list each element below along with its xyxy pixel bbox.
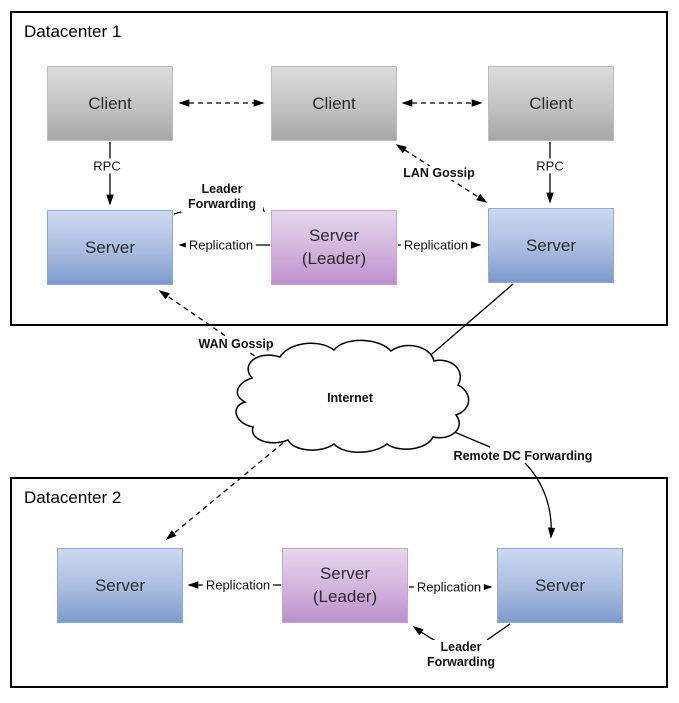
dc1-server-left-label: Server [84,237,136,257]
dc2-server-right-label: Server [534,575,586,595]
dc1-client-2-label: Client [312,93,356,113]
label-leader-forwarding-dc2: Leader Forwarding [420,640,502,670]
label-rpc-left: RPC [90,158,124,174]
dc1-client-3: Client [488,66,614,141]
dc2-server-left-label: Server [94,575,146,595]
dc2-leader-label-line2: (Leader) [312,586,378,606]
edge-remote-dc-forwarding-arrow [524,462,556,539]
label-internet: Internet [327,391,373,405]
label-wan-gossip: WAN Gossip [195,337,277,351]
dc1-client-2: Client [271,66,397,141]
dc2-server-leader: Server (Leader) [282,548,408,623]
dc2-leader-label-line1: Server [319,564,371,584]
dc1-leader-label-line2: (Leader) [301,248,367,268]
label-replication-dc2-right: Replication [413,579,485,595]
dc2-server-right: Server [497,548,623,623]
label-leader-forwarding-dc1: Leader Forwarding [181,182,263,212]
datacenter-1-frame [10,11,668,326]
label-replication-dc2-left: Replication [202,577,274,593]
datacenter-2-title: Datacenter 2 [24,488,122,507]
dc1-server-right-label: Server [525,235,577,255]
dc1-leader-label-line1: Server [308,226,360,246]
edge-dc1-server-to-cloud [424,283,514,361]
label-remote-dc-forwarding: Remote DC Forwarding [450,449,596,463]
datacenter-2-frame [10,477,668,688]
edge-cloud-to-remote-label [451,430,491,448]
dc1-server-left: Server [47,210,173,285]
dc1-client-1-label: Client [88,93,132,113]
label-replication-dc1-right: Replication [400,237,472,253]
edge-cloud-to-dc2-server [165,442,284,541]
dc1-client-1: Client [47,66,173,141]
label-replication-dc1-left: Replication [185,237,257,253]
label-rpc-right: RPC [533,158,567,174]
datacenter-1-title: Datacenter 1 [24,22,122,41]
edge-leader-forwarding-dc2-line [486,623,511,641]
dc1-server-right: Server [488,208,614,283]
dc2-server-left: Server [57,548,183,623]
dc1-server-leader: Server (Leader) [271,210,397,285]
internet-cloud [235,339,470,453]
edge-leader-forwarding-dc2-arrow [412,626,437,642]
dc1-client-3-label: Client [529,93,573,113]
label-lan-gossip: LAN Gossip [400,166,478,180]
